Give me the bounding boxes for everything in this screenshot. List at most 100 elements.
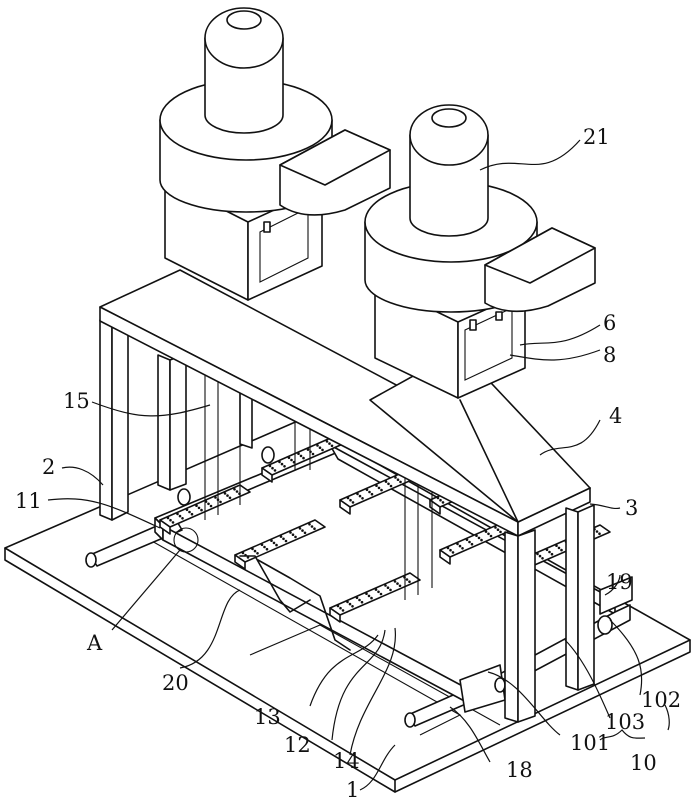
perforation-hole [598, 532, 601, 535]
perforation-hole [209, 504, 213, 508]
perforation-hole [351, 501, 355, 504]
perforation-hole [545, 548, 549, 552]
perforation-hole [408, 580, 411, 583]
label-102: 102 [641, 688, 681, 712]
perforation-hole [368, 490, 371, 494]
perforation-hole [284, 539, 288, 543]
perforation-hole [308, 523, 311, 526]
perforation-hole [538, 554, 542, 558]
perforated-tray [234, 519, 326, 570]
label-13: 13 [254, 705, 281, 729]
perforation-hole [496, 528, 500, 531]
perforation-hole [341, 609, 345, 612]
perforation-hole [389, 484, 393, 488]
perforation-hole [282, 537, 285, 541]
perforation-hole [396, 478, 400, 482]
perforation-hole [336, 604, 340, 608]
perforation-hole [256, 552, 259, 555]
perforation-hole [176, 512, 179, 516]
perforation-hole [489, 534, 493, 538]
perforation-hole [279, 535, 283, 538]
perforation-hole [223, 492, 227, 495]
label-20: 20 [162, 671, 189, 695]
perforation-hole [380, 488, 383, 492]
perforation-hole [439, 498, 442, 502]
perforation-hole [299, 454, 303, 458]
perforation-hole [499, 530, 502, 534]
label-11: 11 [15, 489, 42, 513]
perforation-hole [595, 530, 599, 533]
perforation-hole [358, 598, 361, 602]
perforation-hole [356, 492, 359, 496]
label-14: 14 [333, 749, 360, 773]
perforation-hole [330, 444, 334, 448]
perforation-hole [555, 544, 558, 547]
label-15: 15 [63, 389, 90, 413]
perforation-hole [316, 444, 319, 447]
perforation-hole [328, 442, 331, 445]
perforation-hole [197, 506, 201, 510]
perforation-hole [302, 456, 305, 460]
perforation-hole [185, 508, 189, 512]
perforation-hole [487, 532, 490, 536]
perforation-hole [461, 547, 464, 550]
perforation-hole [465, 538, 469, 542]
perforation-hole [271, 466, 274, 470]
perforation-hole [456, 542, 459, 546]
perforation-hole [346, 496, 350, 500]
perforation-hole [458, 544, 462, 548]
support-legs-right [504, 504, 595, 723]
fan-unit-right [364, 104, 596, 399]
perforation-hole [548, 550, 551, 554]
perforation-hole [536, 552, 539, 556]
perforation-hole [298, 527, 302, 530]
label-12: 12 [284, 733, 311, 757]
perforation-hole [550, 552, 554, 556]
perforation-hole [470, 542, 474, 546]
perforation-hole [280, 462, 284, 466]
perforation-hole [370, 596, 373, 600]
perforation-hole [178, 514, 182, 518]
perforated-tray [329, 572, 421, 623]
callout-labels: 21 6 8 4 3 19 102 103 101 10 18 1 14 12 … [15, 125, 681, 800]
label-103: 103 [605, 710, 645, 734]
label-2: 2 [42, 455, 55, 479]
perforation-hole [365, 592, 368, 595]
perforation-hole [377, 590, 380, 594]
perforation-hole [374, 588, 378, 591]
perforation-hole [318, 446, 322, 450]
perforation-hole [287, 456, 291, 460]
perforation-hole [311, 452, 315, 456]
perforation-hole [325, 440, 329, 443]
perforation-hole [313, 527, 316, 530]
perforation-hole [214, 496, 217, 499]
perforation-hole [260, 543, 264, 547]
perforation-hole [398, 584, 402, 588]
perforation-hole [273, 469, 277, 472]
perforation-hole [451, 551, 455, 554]
perforation-hole [477, 536, 481, 540]
perforation-hole [294, 535, 297, 539]
perforation-hole [384, 480, 388, 483]
label-101: 101 [570, 731, 610, 755]
perforation-hole [181, 517, 184, 520]
perforation-hole [200, 508, 203, 512]
perforation-hole [190, 512, 194, 516]
hood-canopy [99, 269, 591, 537]
perforation-hole [405, 578, 409, 581]
perforation-hole [289, 531, 292, 534]
perforation-hole [375, 484, 378, 488]
perforation-hole [393, 580, 397, 583]
perforation-hole [297, 452, 300, 456]
perforation-hole [449, 548, 452, 552]
perforation-hole [301, 529, 304, 532]
label-3: 3 [625, 496, 638, 520]
perforation-hole [166, 516, 170, 520]
label-4: 4 [609, 404, 622, 428]
perforation-hole [387, 482, 390, 486]
perforation-hole [394, 476, 397, 479]
perforation-hole [283, 465, 286, 468]
perforation-hole [253, 549, 257, 553]
label-8: 8 [603, 343, 616, 367]
perforation-hole [321, 448, 324, 452]
